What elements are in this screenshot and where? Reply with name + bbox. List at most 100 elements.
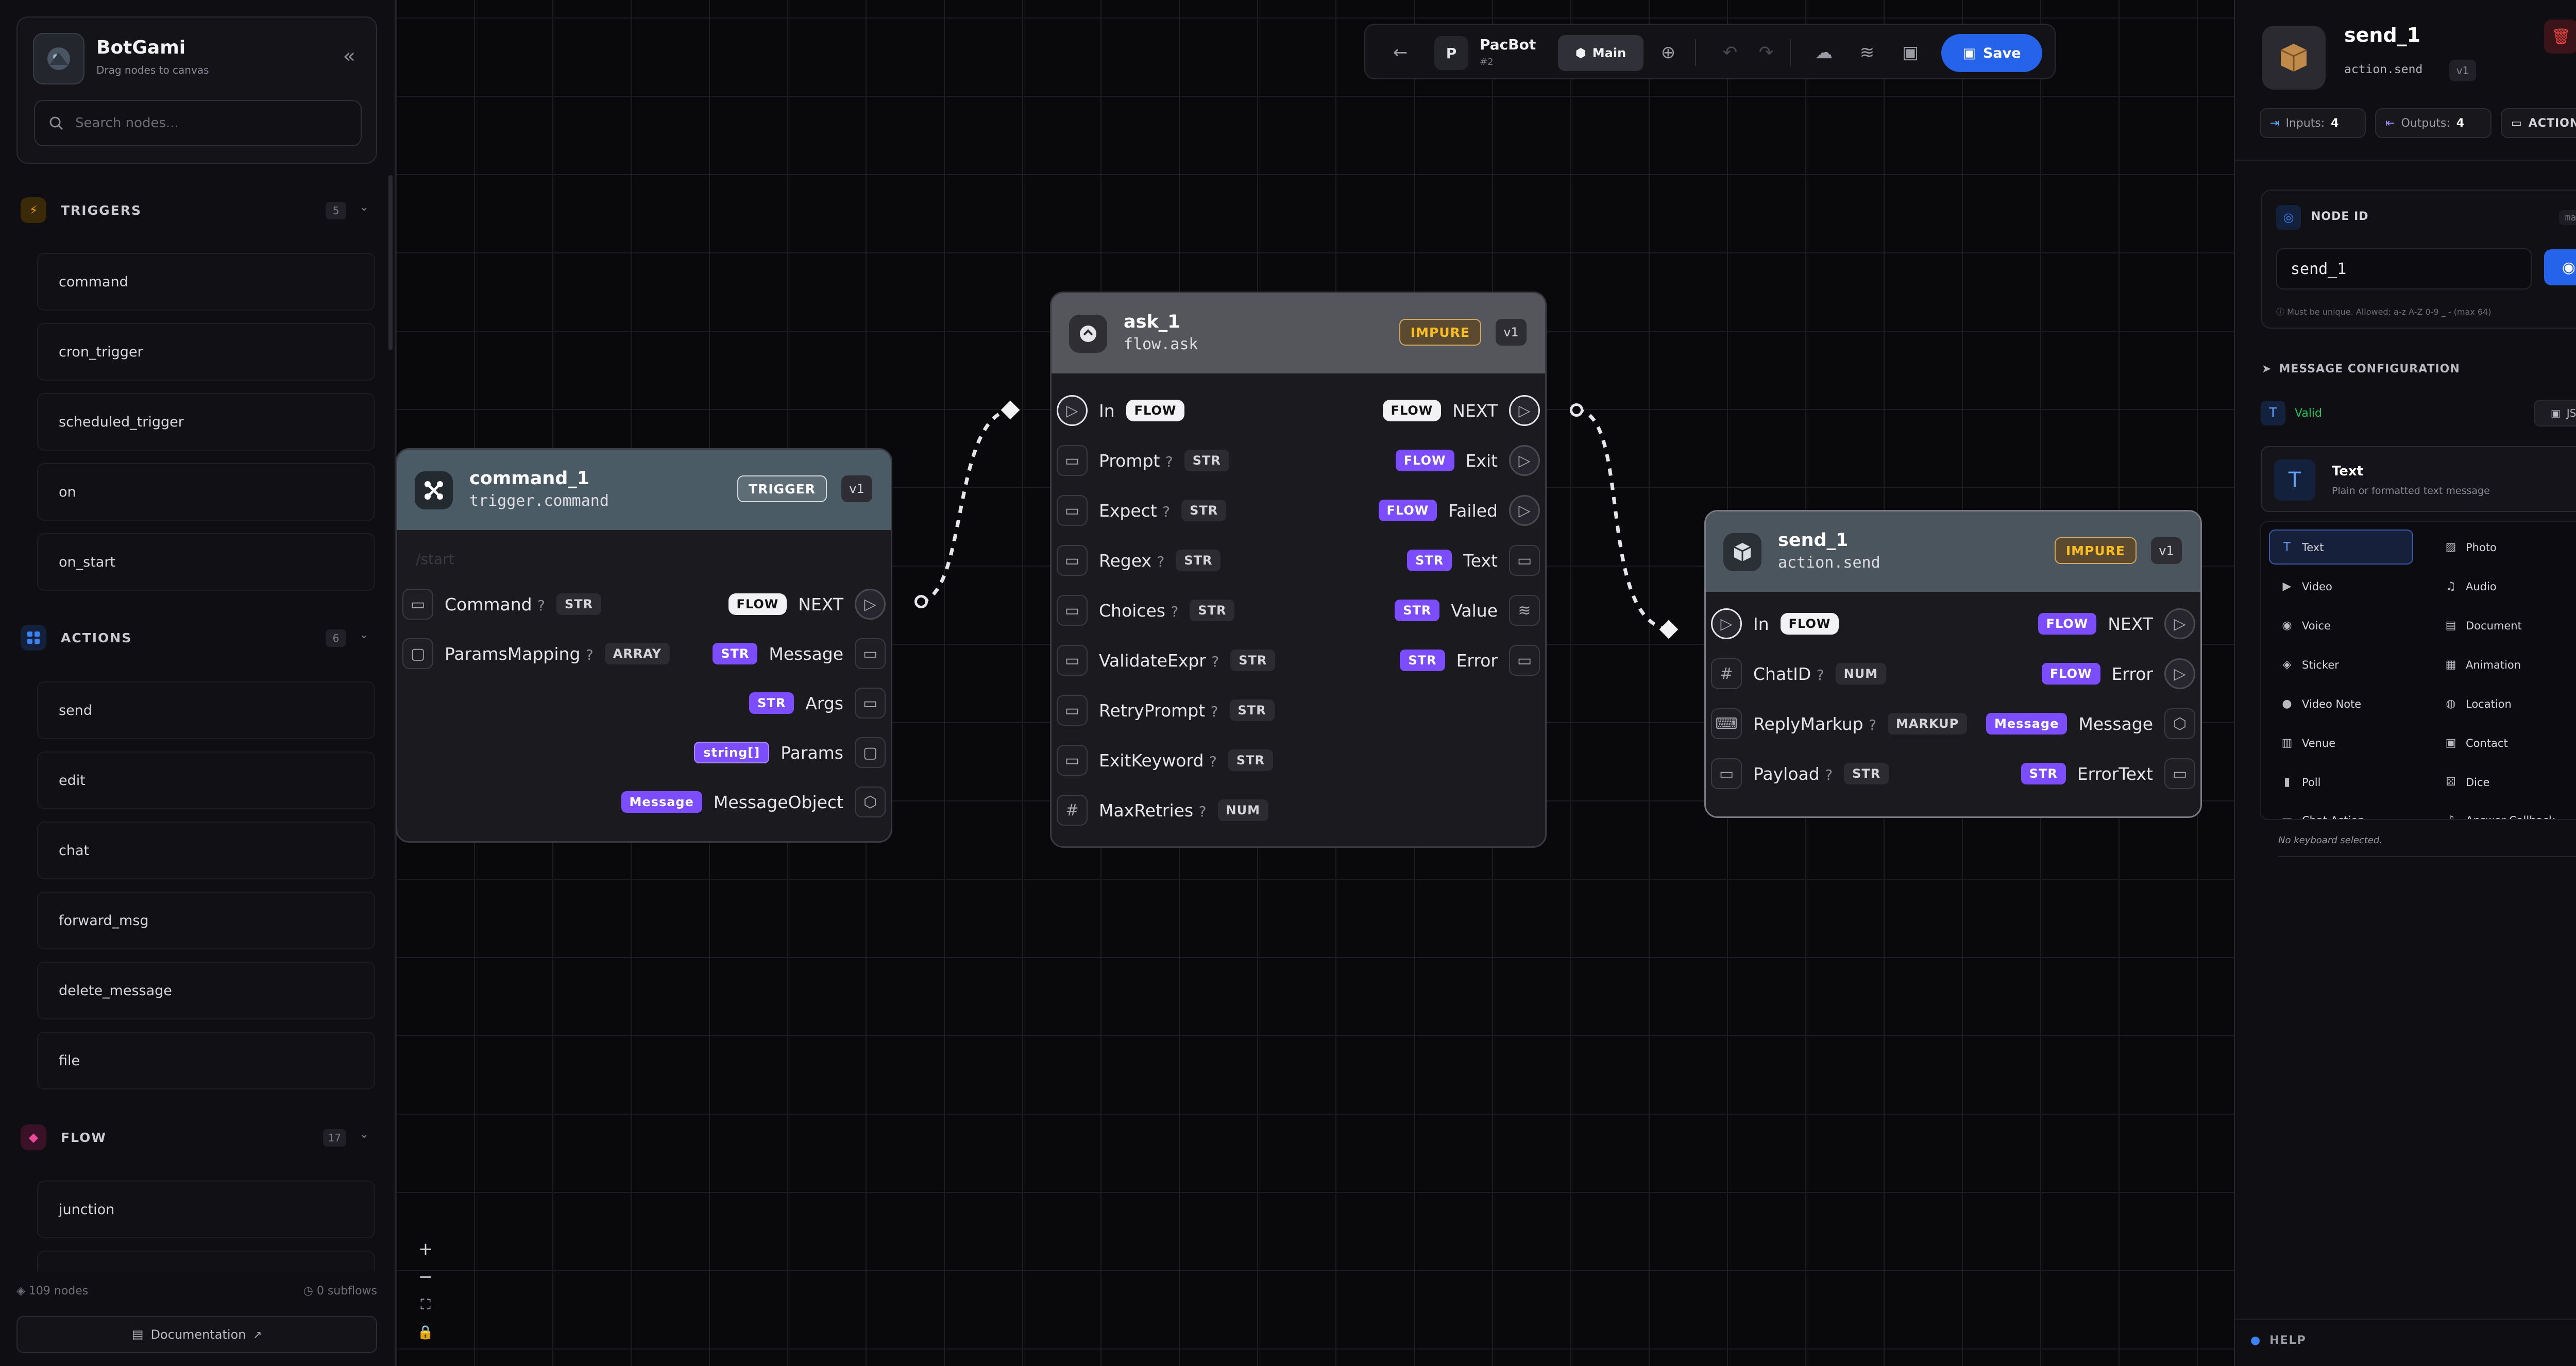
input-pin-row[interactable]: ▭ ValidateExpr ? STR xyxy=(1052,644,1276,677)
text-field-icon[interactable]: ▭ xyxy=(1509,645,1540,676)
palette-item[interactable]: send xyxy=(37,681,375,739)
category-actions[interactable]: ACTIONS 6 ⌄ xyxy=(21,622,371,653)
play-icon[interactable]: ▷ xyxy=(1711,608,1742,639)
input-pin-row[interactable]: ▭ Expect ? STR xyxy=(1052,494,1227,527)
play-icon[interactable]: ▷ xyxy=(1509,495,1540,526)
category-triggers[interactable]: ⚡ TRIGGERS 5 ⌄ xyxy=(21,195,371,226)
text-field-icon[interactable]: ▭ xyxy=(855,688,886,719)
chevron-down-icon[interactable]: ⌄ xyxy=(359,1128,369,1141)
save-button[interactable]: ▣ Save xyxy=(1941,34,2042,72)
palette-item[interactable]: forward_msg xyxy=(37,892,375,949)
text-field-icon[interactable]: ▭ xyxy=(855,638,886,669)
type-option[interactable]: ▤Document xyxy=(2444,619,2522,632)
node-header[interactable]: send_1 action.send IMPURE v1 xyxy=(1706,511,2200,592)
input-pin-row[interactable]: ▭ Prompt ? STR xyxy=(1052,444,1229,477)
type-option[interactable]: ♪Answer Callback xyxy=(2444,814,2555,819)
node-send[interactable]: send_1 action.send IMPURE v1 ▷ In FLOW #… xyxy=(1704,510,2202,818)
inputs-chip[interactable]: ⇥ Inputs: 4 xyxy=(2260,108,2366,138)
play-icon[interactable]: ▷ xyxy=(1509,445,1540,476)
array-icon[interactable]: ▢ xyxy=(402,638,433,669)
type-option[interactable]: ▭Chat Action xyxy=(2280,814,2365,819)
palette-item[interactable]: on xyxy=(37,463,375,521)
documentation-button[interactable]: ▤ Documentation ↗ xyxy=(16,1316,377,1353)
output-pin-row[interactable]: FLOW Exit ▷ xyxy=(1395,444,1545,477)
output-pin-row[interactable]: STR Args ▭ xyxy=(749,687,891,720)
input-pin-row[interactable]: ▢ ParamsMapping ? ARRAY xyxy=(397,637,670,670)
type-option-selected[interactable] xyxy=(2269,530,2413,565)
edge-source-handle[interactable] xyxy=(914,595,928,608)
text-field-icon[interactable]: ▭ xyxy=(402,589,433,620)
palette-item[interactable]: command xyxy=(37,253,375,311)
fit-view-icon[interactable]: ⛶ xyxy=(420,1296,431,1313)
palette-item[interactable]: file xyxy=(37,1032,375,1089)
output-pin-row[interactable]: FLOW Error ▷ xyxy=(2041,657,2200,690)
cloud-icon[interactable]: ☁ xyxy=(1815,42,1833,63)
text-field-icon[interactable]: ▭ xyxy=(1057,695,1088,726)
delete-node-button[interactable]: 🗑 xyxy=(2544,20,2576,54)
actions-chip[interactable]: ▭ ACTIONS xyxy=(2501,108,2576,138)
input-pin-row[interactable]: ▭ Payload ? STR xyxy=(1706,757,1889,790)
type-option[interactable]: ▦Animation xyxy=(2444,658,2521,671)
input-pin-row[interactable]: ▭ Choices ? STR xyxy=(1052,594,1235,627)
branch-selector[interactable]: ⬢ Main xyxy=(1558,35,1643,71)
play-icon[interactable]: ▷ xyxy=(2164,658,2195,689)
output-pin-row[interactable]: Message MessageObject ⬡ xyxy=(621,786,891,818)
zoom-in-icon[interactable]: + xyxy=(418,1239,433,1259)
input-pin-row[interactable]: # MaxRetries ? NUM xyxy=(1052,794,1268,827)
hash-icon[interactable]: # xyxy=(1711,658,1742,689)
type-option[interactable]: ▥Venue xyxy=(2280,737,2336,749)
type-option[interactable]: ▶Video xyxy=(2280,580,2332,593)
input-pin-row[interactable]: ⌨ ReplyMarkup ? MARKUP xyxy=(1706,707,1968,740)
text-field-icon[interactable]: ▭ xyxy=(1509,545,1540,576)
redo-icon[interactable]: ↷ xyxy=(1758,42,1774,63)
search-input[interactable] xyxy=(75,115,353,131)
type-option[interactable]: ▮Poll xyxy=(2280,776,2321,789)
play-icon[interactable]: ▷ xyxy=(1509,395,1540,426)
chevron-down-icon[interactable]: ⌄ xyxy=(359,201,369,214)
play-icon[interactable]: ▷ xyxy=(2164,608,2195,639)
text-field-icon[interactable]: ▭ xyxy=(1057,595,1088,626)
type-option[interactable]: ⚄Dice xyxy=(2444,776,2489,789)
type-option[interactable]: ◉Voice xyxy=(2280,619,2331,632)
text-field-icon[interactable]: ▭ xyxy=(1057,495,1088,526)
node-id-input[interactable] xyxy=(2276,248,2532,289)
play-icon[interactable]: ▷ xyxy=(1057,395,1088,426)
palette-item[interactable]: on_start xyxy=(37,533,375,591)
input-pin-row[interactable]: # ChatID ? NUM xyxy=(1706,657,1887,690)
zoom-out-icon[interactable]: − xyxy=(418,1267,433,1287)
back-arrow-icon[interactable]: ← xyxy=(1393,42,1408,63)
outputs-chip[interactable]: ⇤ Outputs: 4 xyxy=(2375,108,2492,138)
undo-icon[interactable]: ↶ xyxy=(1722,42,1738,63)
node-header[interactable]: command_1 trigger.command TRIGGER v1 xyxy=(397,450,891,530)
input-pin-row[interactable]: ▭ Regex ? STR xyxy=(1052,544,1221,577)
output-pin-row[interactable]: STR Message ▭ xyxy=(713,637,891,670)
confirm-button[interactable]: ◉ xyxy=(2544,249,2576,285)
database-icon[interactable]: ≋ xyxy=(1859,42,1875,63)
category-flow[interactable]: ◆ FLOW 17 ⌄ xyxy=(21,1122,371,1153)
output-pin-row[interactable]: STR ErrorText ▭ xyxy=(2021,757,2200,790)
message-type-select[interactable]: T Text Plain or formatted text message ⌃ xyxy=(2261,446,2576,512)
type-option[interactable]: ▨Photo xyxy=(2444,541,2497,554)
json-toggle[interactable]: ▣ JSON xyxy=(2534,400,2576,426)
palette-item[interactable]: edit xyxy=(37,752,375,809)
text-field-icon[interactable]: ▭ xyxy=(1057,745,1088,776)
output-pin-row[interactable]: FLOW NEXT ▷ xyxy=(2038,607,2200,640)
array-icon[interactable]: ▢ xyxy=(855,737,886,768)
type-option[interactable]: ◈Sticker xyxy=(2280,658,2339,671)
output-pin-row[interactable]: Message Message ⬡ xyxy=(1986,707,2200,740)
help-section[interactable]: ● HELP xyxy=(2250,1334,2307,1347)
variables-icon[interactable]: ▣ xyxy=(1902,42,1919,63)
palette-item[interactable]: scheduled_trigger xyxy=(37,393,375,451)
hash-icon[interactable]: # xyxy=(1057,795,1088,826)
type-option[interactable]: ◍Location xyxy=(2444,697,2511,710)
input-pin-row[interactable]: ▭ Command ? STR xyxy=(397,588,602,621)
node-command[interactable]: command_1 trigger.command TRIGGER v1 /st… xyxy=(396,448,892,843)
input-pin-row[interactable]: ▷ In FLOW xyxy=(1052,394,1185,427)
output-pin-row[interactable]: STR Text ▭ xyxy=(1407,544,1545,577)
input-pin-row[interactable]: ▷ In FLOW xyxy=(1706,607,1839,640)
palette-item[interactable]: delete_message xyxy=(37,962,375,1019)
palette-item[interactable]: cron_trigger xyxy=(37,323,375,381)
output-pin-row[interactable]: STR Error ▭ xyxy=(1400,644,1545,677)
lock-icon[interactable]: 🔒 xyxy=(417,1325,434,1340)
